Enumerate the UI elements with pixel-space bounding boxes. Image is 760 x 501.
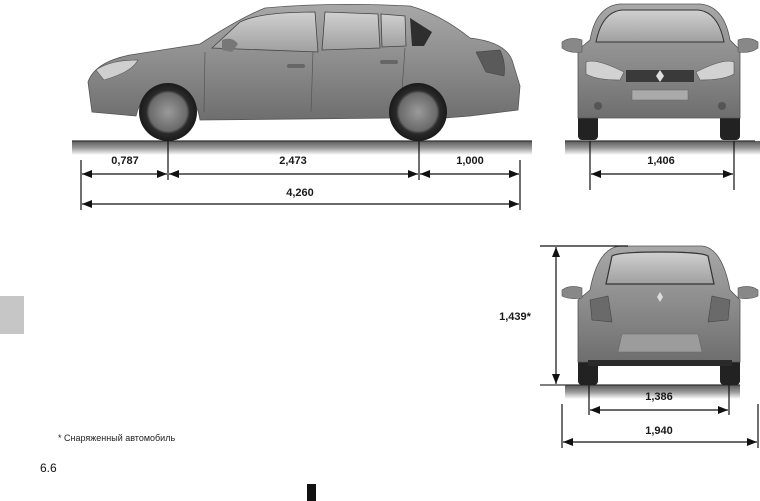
front-ground	[565, 141, 760, 155]
left-taillight	[589, 295, 613, 323]
rear-wheel	[389, 83, 447, 141]
rear-right-mirror	[737, 286, 759, 299]
windshield	[595, 9, 725, 43]
front-window	[211, 11, 319, 53]
right-mirror	[737, 38, 759, 53]
page-number: 6.6	[40, 461, 57, 475]
left-mirror	[561, 38, 583, 53]
taillight	[475, 49, 505, 77]
front-view-car	[561, 3, 760, 155]
dim-overall-length: 4,260	[286, 187, 314, 199]
front-dimension-lines	[589, 141, 735, 190]
rear-underbody	[588, 360, 732, 366]
side-mirror	[222, 38, 238, 52]
license-plate-area	[631, 89, 689, 101]
dim-rear-track: 1,386	[645, 391, 673, 403]
quarter-window	[380, 13, 407, 48]
dim-wheelbase: 2,473	[279, 155, 307, 167]
rear-door-handle	[380, 60, 398, 64]
dim-overall-width: 1,940	[645, 425, 673, 437]
dim-rear-overhang: 1,000	[456, 155, 484, 167]
side-dimension-lines	[80, 141, 521, 210]
rear-plate-area	[617, 333, 703, 353]
rear-door-window	[321, 11, 381, 51]
rear-brand-logo	[657, 292, 663, 302]
front-left-tire	[578, 112, 598, 140]
side-view-car	[72, 4, 532, 155]
dim-front-overhang: 0,787	[111, 155, 139, 167]
brand-logo	[656, 70, 664, 82]
front-door-handle	[287, 64, 305, 68]
right-taillight	[707, 295, 731, 323]
right-headlight	[695, 60, 735, 81]
left-fog-light	[594, 102, 602, 110]
rear-dimension-lines	[540, 245, 759, 448]
headlight	[95, 59, 139, 81]
side-ground	[72, 141, 532, 155]
footnote: * Снаряженный автомобиль	[58, 433, 176, 443]
section-tab-marker	[0, 296, 24, 334]
front-right-tire	[720, 112, 740, 140]
dim-front-track: 1,406	[647, 155, 675, 167]
dim-height: 1,439*	[499, 311, 531, 323]
binding-mark	[307, 484, 316, 501]
rear-left-mirror	[561, 286, 583, 299]
rear-view-car	[540, 245, 759, 399]
rear-window	[605, 251, 715, 285]
front-wheel	[139, 83, 197, 141]
c-pillar-window	[410, 18, 432, 46]
right-fog-light	[718, 102, 726, 110]
rear-ground	[565, 385, 740, 399]
left-headlight	[585, 60, 625, 81]
